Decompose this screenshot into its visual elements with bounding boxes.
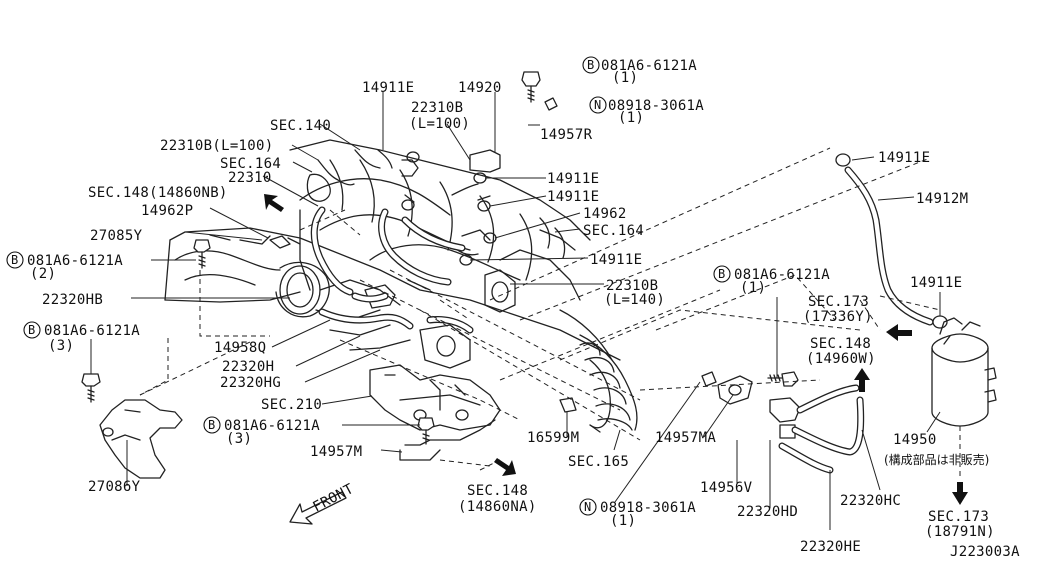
part-labels: 14911E 14920 081A6-6121A (1) 08918-3061A… <box>27 58 1020 560</box>
label-sec173-top-sub: (17336Y) <box>803 309 873 325</box>
label-22310b-right-len: (L=140) <box>604 292 665 308</box>
label-14912m: 14912M <box>916 191 968 207</box>
label-sec173-bottom: SEC.173 <box>928 509 989 525</box>
air-duct-art <box>559 334 638 433</box>
label-b-mid-qty: (3) <box>226 431 252 447</box>
label-sec148-w: SEC.148 <box>810 336 871 352</box>
front-arrow-icon <box>289 491 347 525</box>
label-sec164-right: SEC.164 <box>583 223 644 239</box>
label-sec148-nb: SEC.148(14860NB) <box>88 185 228 201</box>
label-n-top-qty: (1) <box>618 110 644 126</box>
vacuum-hoses-art <box>306 149 501 334</box>
label-22310b-top-len: (L=100) <box>409 116 470 132</box>
label-14962: 14962 <box>583 206 627 222</box>
label-b-top-code: 081A6-6121A <box>601 58 697 74</box>
label-14962p: 14962P <box>141 203 193 219</box>
label-16599m: 16599M <box>527 430 579 446</box>
label-22320he: 22320HE <box>800 539 861 555</box>
label-sec140: SEC.140 <box>270 118 331 134</box>
label-22320hg: 22320HG <box>220 375 281 391</box>
label-22310b-top: 22310B <box>411 100 463 116</box>
b-symbol-icon <box>582 56 600 74</box>
label-n-bottom-code: 08918-3061A <box>600 500 696 516</box>
label-14911e-mid3: 14911E <box>590 252 642 268</box>
label-14957r: 14957R <box>540 127 593 143</box>
n-symbol-icon <box>579 498 597 516</box>
label-front: FRONT <box>310 481 356 516</box>
solenoid-valve-art <box>717 375 865 474</box>
label-22320hb: 22320HB <box>42 292 103 308</box>
label-sec148-w-sub: (14960W) <box>806 351 876 367</box>
b-symbol-icon <box>203 416 221 434</box>
label-b-mid-code: 081A6-6121A <box>224 418 320 434</box>
label-diagram-id: J223003A <box>950 544 1020 560</box>
label-b-right-code: 081A6-6121A <box>734 267 830 283</box>
label-22310b-left: 22310B(L=100) <box>160 138 273 154</box>
arrow-sec173-bottom <box>952 482 968 505</box>
b-symbol-icon <box>713 265 731 283</box>
label-14950: 14950 <box>893 432 937 448</box>
label-14911e-mid1: 14911E <box>547 171 599 187</box>
svg-text:B: B <box>718 267 725 281</box>
arrow-sec148-w <box>854 368 870 392</box>
svg-text:B: B <box>28 323 35 337</box>
label-b-left2-qty: (3) <box>48 338 74 354</box>
label-14911e-top: 14911E <box>362 80 414 96</box>
label-b-right-qty: (1) <box>740 280 766 296</box>
svg-text:B: B <box>587 58 594 72</box>
label-sec210: SEC.210 <box>261 397 322 413</box>
label-sec173-top: SEC.173 <box>808 294 869 310</box>
label-b-top-qty: (1) <box>612 70 638 86</box>
label-27085y: 27085Y <box>90 228 143 244</box>
label-sec164-left: SEC.164 <box>220 156 281 172</box>
bracket-art <box>369 364 501 461</box>
label-27086y: 27086Y <box>88 479 141 495</box>
label-sec173-bottom-sub: (18791N) <box>925 524 995 540</box>
svg-text:B: B <box>11 253 18 267</box>
label-sec165: SEC.165 <box>568 454 629 470</box>
leader-lines <box>90 92 941 530</box>
bracket-27086y-art <box>99 399 183 479</box>
dashed-reference-lines <box>139 147 961 480</box>
label-14957m: 14957M <box>310 444 362 460</box>
label-22320hc: 22320HC <box>840 493 901 509</box>
fasteners-art <box>81 71 799 445</box>
b-symbol-icon <box>23 321 41 339</box>
svg-text:N: N <box>594 98 601 112</box>
label-14957ma: 14957MA <box>655 430 716 446</box>
label-sec148-na-sub: (14860NA) <box>458 499 537 515</box>
arrow-sec173-top <box>886 324 912 341</box>
label-14956v: 14956V <box>700 480 753 496</box>
label-22320h: 22320H <box>222 359 274 375</box>
label-14911e-right-top: 14911E <box>878 150 930 166</box>
svg-text:B: B <box>208 418 215 432</box>
canister-art <box>844 166 997 427</box>
label-sec148-na: SEC.148 <box>467 483 528 499</box>
label-22310: 22310 <box>228 170 272 186</box>
symbol-markers: B N B B B N B <box>6 56 731 516</box>
label-22320hd: 22320HD <box>737 504 798 520</box>
label-14958q: 14958Q <box>214 340 266 356</box>
label-22310b-right: 22310B <box>606 278 658 294</box>
label-n-bottom-qty: (1) <box>610 513 636 529</box>
label-14920: 14920 <box>458 80 502 96</box>
label-n-top-code: 08918-3061A <box>608 98 704 114</box>
label-14950-note: (構成部品は非販売) <box>884 452 989 467</box>
label-14911e-right-mid: 14911E <box>910 275 962 291</box>
arrow-sec148-nb <box>264 194 284 212</box>
label-b-left2-code: 081A6-6121A <box>44 323 140 339</box>
svg-text:N: N <box>584 500 591 514</box>
arrow-sec148-na <box>494 458 516 476</box>
label-14911e-mid2: 14911E <box>547 189 599 205</box>
label-b-left-code: 081A6-6121A <box>27 253 123 269</box>
direction-arrows <box>264 194 968 525</box>
n-symbol-icon <box>589 96 607 114</box>
b-symbol-icon <box>6 251 24 269</box>
label-b-left-qty: (2) <box>30 266 56 282</box>
